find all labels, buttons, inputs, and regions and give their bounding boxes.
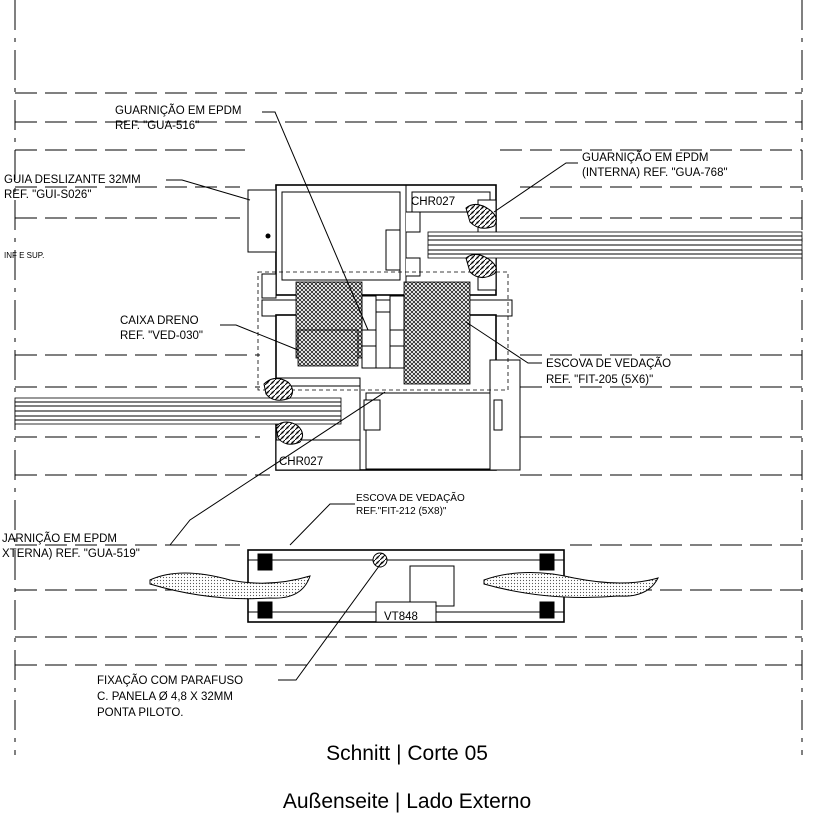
side-title: Außenseite | Lado Externo [283, 790, 531, 813]
glass-pane-lower [14, 397, 342, 425]
leader-lines [166, 111, 578, 681]
interlock-profiles [361, 295, 405, 369]
label-ref-gua516: REF. "GUA-516" [115, 120, 199, 132]
handle-shapes [149, 572, 659, 600]
label-ref-fit205: REF. "FIT-205 (5X6)" [546, 374, 653, 386]
label-ref-ved030: REF. "VED-030" [120, 330, 203, 342]
label-externa-ref-gua519: XTERNA) REF. "GUA-519" [2, 548, 140, 560]
interlock-outline [257, 271, 509, 391]
horizontal-guide-lines [15, 92, 802, 666]
label-guia-deslizante: GUIA DESLIZANTE 32MM [4, 174, 141, 186]
label-guarnicao-externa: JARNIÇÃO EM EPDM [2, 532, 117, 545]
label-ref-gui-s026: REF. "GUI-S026" [4, 189, 91, 201]
section-title: Schnitt | Corte 05 [326, 742, 488, 765]
vertical-border-lines [14, 0, 803, 755]
glass-pane-upper [427, 231, 803, 259]
label-guarnicao-epdm-interna: GUARNIÇÃO EM EPDM [582, 151, 709, 164]
label-inf-e-sup: INF E SUP. [4, 251, 44, 260]
label-escova-vedacao-small: ESCOVA DE VEDAÇÃO [356, 491, 465, 504]
label-ponta-piloto: PONTA PILOTO. [97, 707, 184, 719]
label-chr027-bottom: CHR027 [279, 456, 323, 468]
label-escova-vedacao: ESCOVA DE VEDAÇÃO [546, 357, 671, 370]
label-chr027-top: CHR027 [411, 196, 455, 208]
label-fixacao-parafuso: FIXAÇÃO COM PARAFUSO [97, 674, 243, 687]
label-ref-fit212: REF."FIT-212 (5X8)" [356, 506, 447, 517]
brush-seals [295, 281, 471, 385]
label-panela: C. PANELA Ø 4,8 X 32MM [97, 691, 233, 703]
upper-sash-profile [247, 184, 513, 317]
label-vt848: VT848 [384, 611, 418, 623]
label-guarnicao-epdm: GUARNIÇÃO EM EPDM [115, 104, 242, 117]
label-caixa-dreno: CAIXA DRENO [120, 315, 199, 327]
label-interna-ref-gua768: (INTERNA) REF. "GUA-768" [582, 167, 728, 179]
epdm-gaskets [263, 204, 497, 445]
